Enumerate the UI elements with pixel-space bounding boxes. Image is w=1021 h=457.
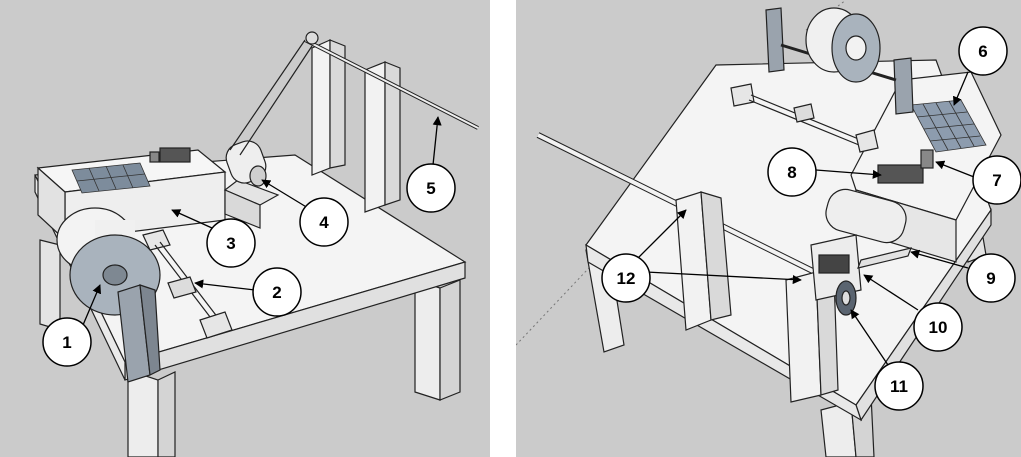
callout-label: 11 [890, 377, 908, 396]
wire-reel [56, 207, 161, 383]
callout-label: 10 [929, 318, 948, 337]
callout-10: 10 [863, 274, 963, 352]
support-posts [675, 191, 839, 403]
lead-screw [730, 83, 879, 153]
callout-label: 3 [226, 234, 235, 253]
right-view-drawing: 6 7 8 9 10 11 12 [516, 0, 1021, 457]
table-legs [39, 239, 461, 457]
right-isometric-view: 6 7 8 9 10 11 12 [516, 0, 1021, 457]
callout-label: 4 [319, 213, 329, 232]
left-view-drawing: 1 2 3 4 5 [0, 0, 490, 457]
callout-11: 11 [850, 309, 924, 411]
callout-label: 5 [426, 179, 435, 198]
callout-9: 9 [910, 249, 1016, 303]
callout-12: 12 [601, 209, 802, 303]
lead-screw [142, 229, 233, 339]
guide-tower [229, 31, 479, 213]
callout-label: 8 [787, 163, 796, 182]
callout-7: 7 [935, 155, 1021, 205]
solar-panel [910, 99, 987, 153]
callout-5: 5 [406, 116, 456, 213]
callout-label: 6 [978, 42, 987, 61]
callout-1: 1 [42, 284, 101, 367]
callout-2: 2 [194, 267, 302, 317]
wire-reel [765, 7, 914, 115]
callout-label: 1 [62, 333, 71, 352]
callout-8: 8 [767, 147, 882, 197]
callout-label: 7 [992, 171, 1001, 190]
callout-6: 6 [953, 26, 1008, 106]
winding-assembly [810, 188, 912, 316]
callout-label: 9 [986, 269, 995, 288]
solar-panel [71, 162, 151, 194]
callout-4: 4 [261, 179, 349, 247]
callout-label: 2 [272, 283, 281, 302]
callout-3: 3 [171, 209, 256, 268]
callout-label: 12 [617, 269, 636, 288]
tension-roller [223, 140, 280, 229]
left-isometric-view: 1 2 3 4 5 [0, 0, 490, 457]
